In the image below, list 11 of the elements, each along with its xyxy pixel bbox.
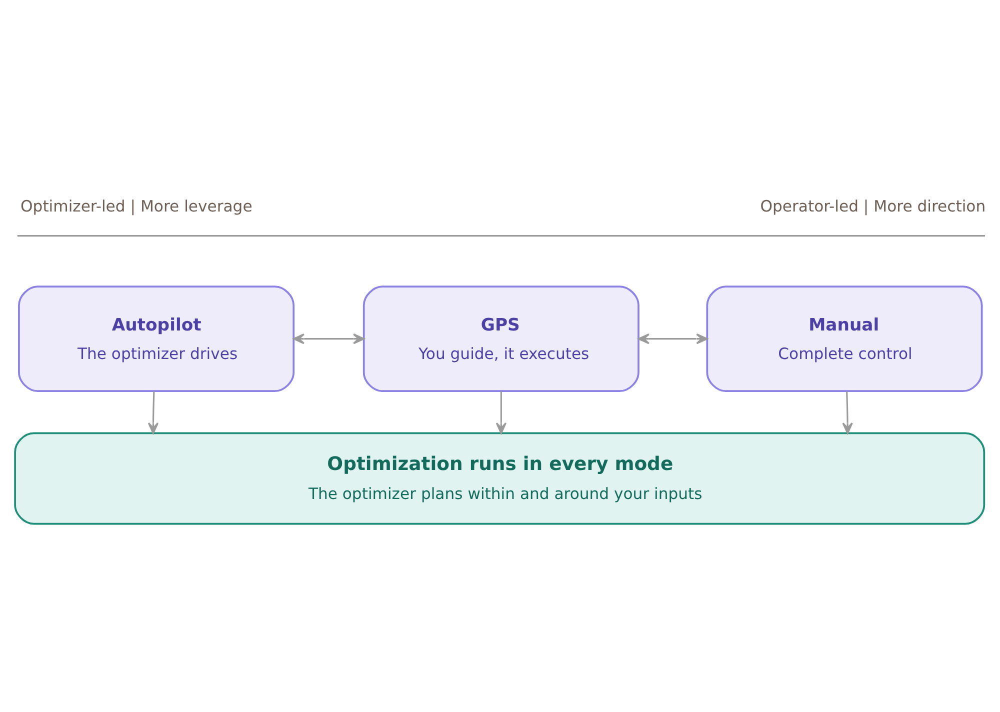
arrow [292, 333, 365, 344]
node-box: GPS You guide, it executes [362, 286, 640, 392]
node-box: Autopilot The optimizer drives [18, 286, 295, 392]
arrow [842, 391, 853, 434]
node-box: Manual Complete control [706, 286, 983, 392]
arrow [148, 391, 159, 434]
node-box: Optimization runs in every mode The optimizer plans within and around your inputs [14, 432, 986, 525]
label: Optimizer-led | More leverage [20, 198, 252, 216]
label: Operator-led | More direction [760, 198, 986, 216]
arrow [496, 391, 507, 434]
arrow [638, 333, 708, 344]
